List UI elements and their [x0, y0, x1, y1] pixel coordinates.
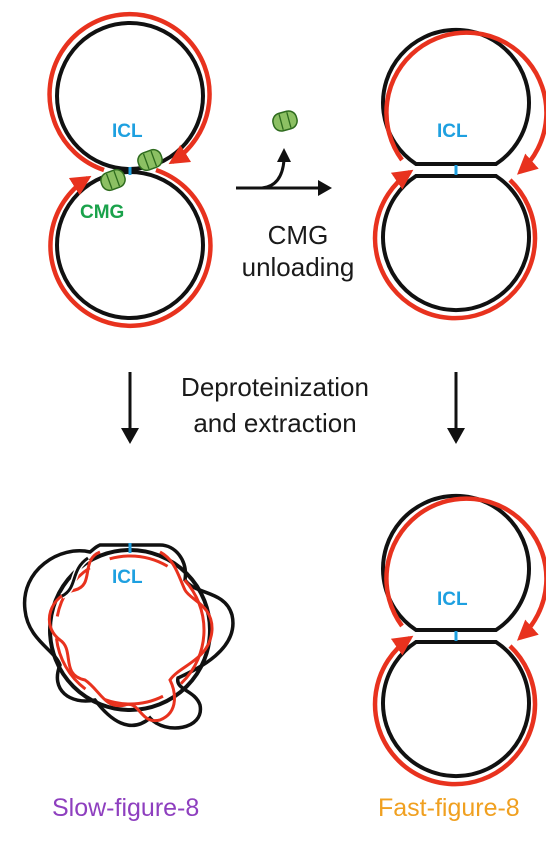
- down-arrow-left: [121, 372, 139, 444]
- icl-label-slow: ICL: [112, 567, 143, 588]
- icl-label-top-left: ICL: [112, 121, 143, 142]
- nascent-strand-bottom: [372, 635, 538, 787]
- slow-figure8: [22, 543, 235, 730]
- fast-figure8: [372, 494, 546, 787]
- deproteinization-label-line2: and extraction: [193, 408, 357, 438]
- unloading-arrow: [236, 148, 332, 196]
- down-arrow-right: [447, 372, 465, 444]
- fast-figure8-caption: Fast-figure-8: [378, 794, 520, 822]
- cmg-label: CMG: [80, 202, 125, 223]
- unloading-label-line1: CMG: [267, 220, 329, 250]
- nascent-strand-bottom: [48, 167, 213, 329]
- nascent-strand-top: [384, 496, 546, 641]
- dna-loop-bottom-black: [55, 170, 205, 320]
- unloading-label-line2: unloading: [241, 252, 355, 282]
- dna-loop-top-black: [381, 28, 531, 166]
- icl-label-fast: ICL: [437, 589, 468, 610]
- icl-label-top-right: ICL: [437, 121, 468, 142]
- figure8-top-right: [372, 28, 546, 321]
- cmg-helicase-right: [137, 148, 163, 172]
- nascent-strand-top: [47, 11, 212, 173]
- tangled-strand-red: [47, 550, 214, 723]
- cmg-helicase-left: [100, 168, 126, 192]
- deproteinization-label-line1: Deproteinization: [181, 372, 369, 402]
- nascent-strand-bottom: [372, 169, 538, 321]
- cmg-released: [272, 110, 298, 132]
- dna-loop-bottom-black: [381, 174, 531, 312]
- dna-loop-top-black: [55, 21, 205, 171]
- dna-loop-bottom-black: [381, 640, 531, 778]
- nascent-strand-top: [384, 30, 546, 175]
- slow-figure8-caption: Slow-figure-8: [52, 794, 200, 822]
- dna-loop-red: [54, 554, 206, 706]
- figure8-top-left: [47, 11, 213, 329]
